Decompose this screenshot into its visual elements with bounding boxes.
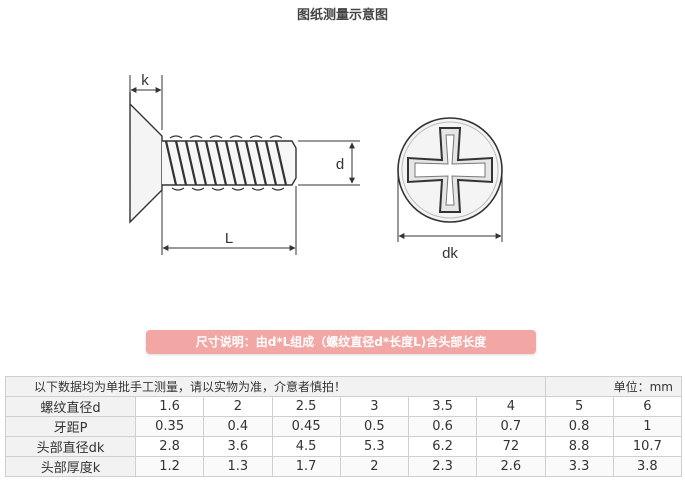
table-cell: 0.6 bbox=[407, 416, 478, 437]
table-cell: 0.45 bbox=[271, 416, 341, 437]
table-cell: 1.2 bbox=[134, 456, 205, 477]
label-dk: dk bbox=[442, 245, 458, 262]
table-cell: 10.7 bbox=[612, 436, 683, 457]
table-cell: 2.3 bbox=[407, 456, 478, 477]
size-description-banner: 尺寸说明：由d*L组成（螺纹直径d*长度L)含头部长度 bbox=[146, 330, 536, 354]
table-cell: 5.3 bbox=[339, 436, 410, 457]
table-cell: 3.8 bbox=[612, 456, 683, 477]
table-cell: 5 bbox=[544, 396, 614, 417]
unit-label: 单位：mm bbox=[544, 376, 682, 397]
table-cell: 1.3 bbox=[203, 456, 273, 477]
table-cell: 0.4 bbox=[203, 416, 273, 437]
table-cell: 0.35 bbox=[134, 416, 205, 437]
table-cell: 3.5 bbox=[407, 396, 478, 417]
table-cell: 2.8 bbox=[134, 436, 205, 457]
row-label: 头部直径dk bbox=[5, 436, 136, 457]
table-cell: 2.5 bbox=[271, 396, 341, 417]
screw-top-view bbox=[397, 117, 503, 223]
table-cell: 4.5 bbox=[271, 436, 341, 457]
phillips-cross-icon bbox=[407, 127, 493, 213]
table-cell: 2 bbox=[339, 456, 410, 477]
page-title: 图纸测量示意图 bbox=[296, 8, 388, 23]
table-cell: 8.8 bbox=[544, 436, 614, 457]
table-cell: 1.6 bbox=[134, 396, 205, 417]
label-k: k bbox=[141, 72, 149, 89]
table-cell: 2 bbox=[203, 396, 273, 417]
table-cell: 4 bbox=[476, 396, 546, 417]
table-cell: 6 bbox=[612, 396, 683, 417]
table-cell: 0.5 bbox=[339, 416, 410, 437]
table-cell: 2.6 bbox=[476, 456, 546, 477]
table-cell: 1 bbox=[612, 416, 683, 437]
dimension-k bbox=[129, 75, 163, 130]
dimension-d bbox=[298, 140, 360, 186]
table-cell: 3.3 bbox=[544, 456, 614, 477]
dimension-dk bbox=[397, 175, 503, 242]
table-cell: 3.6 bbox=[203, 436, 273, 457]
table-cell: 1.7 bbox=[271, 456, 341, 477]
screw-measurement-diagram: k d L dk bbox=[129, 72, 503, 262]
table-header-row: 以下数据均为单批手工测量，请以实物为准，介意者慎拍！ 单位：mm bbox=[5, 376, 682, 397]
dimension-L bbox=[161, 186, 297, 255]
table-cell: 0.8 bbox=[544, 416, 614, 437]
table-cell: 6.2 bbox=[407, 436, 478, 457]
row-label: 牙距P bbox=[5, 416, 136, 437]
screw-side-view bbox=[129, 92, 297, 224]
table-cell: 72 bbox=[476, 436, 546, 457]
label-d: d bbox=[336, 156, 344, 173]
row-label: 螺纹直径d bbox=[5, 396, 136, 417]
table-cell: 3 bbox=[339, 396, 410, 417]
table-cell: 0.7 bbox=[476, 416, 546, 437]
label-L: L bbox=[225, 230, 233, 247]
measurement-note: 以下数据均为单批手工测量，请以实物为准，介意者慎拍！ bbox=[5, 376, 546, 397]
row-label: 头部厚度k bbox=[5, 456, 136, 477]
